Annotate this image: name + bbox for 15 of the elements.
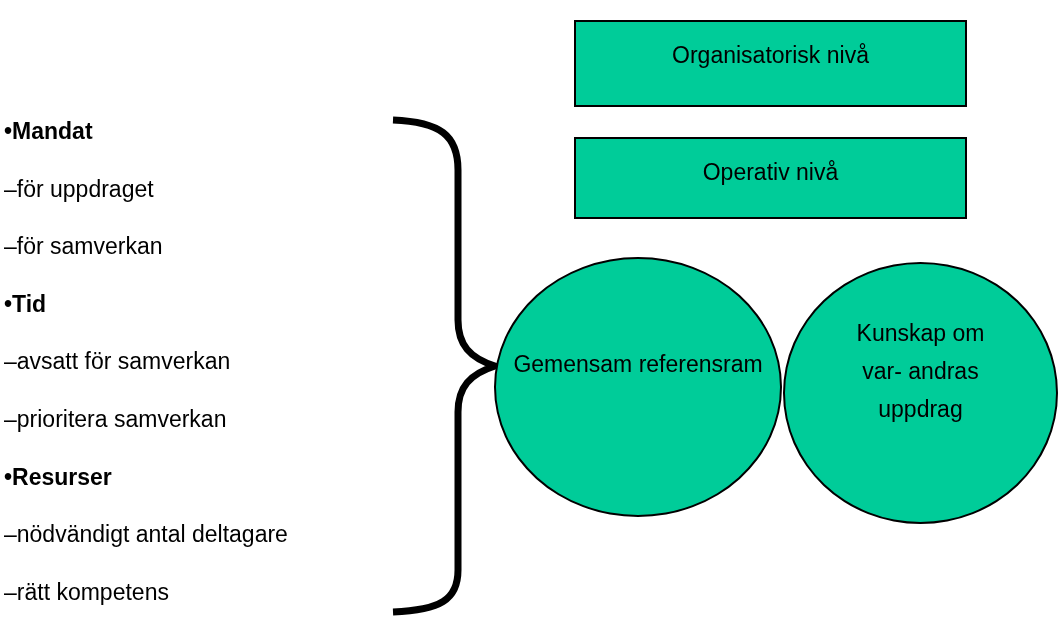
node-label: Organisatorisk nivå [672, 41, 869, 70]
list-item: –avsatt för samverkan [4, 347, 231, 376]
node-label: Gemensam referensram [513, 350, 763, 379]
level-box [574, 20, 967, 107]
list-heading: •Tid [4, 289, 47, 318]
node-label: Operativ nivå [702, 158, 839, 187]
level-box [574, 137, 967, 219]
node-label: Kunskap om var- andras uppdrag [855, 319, 986, 424]
list-heading: •Mandat [4, 117, 93, 145]
list-item: –för uppdraget [4, 174, 154, 203]
list-item: –nödvändigt antal deltagare [4, 520, 288, 549]
list-item: –rätt kompetens [4, 577, 169, 606]
list-heading: •Resurser [4, 462, 112, 491]
list-item: –för samverkan [4, 232, 163, 261]
list-item: –prioritera samverkan [4, 404, 227, 433]
